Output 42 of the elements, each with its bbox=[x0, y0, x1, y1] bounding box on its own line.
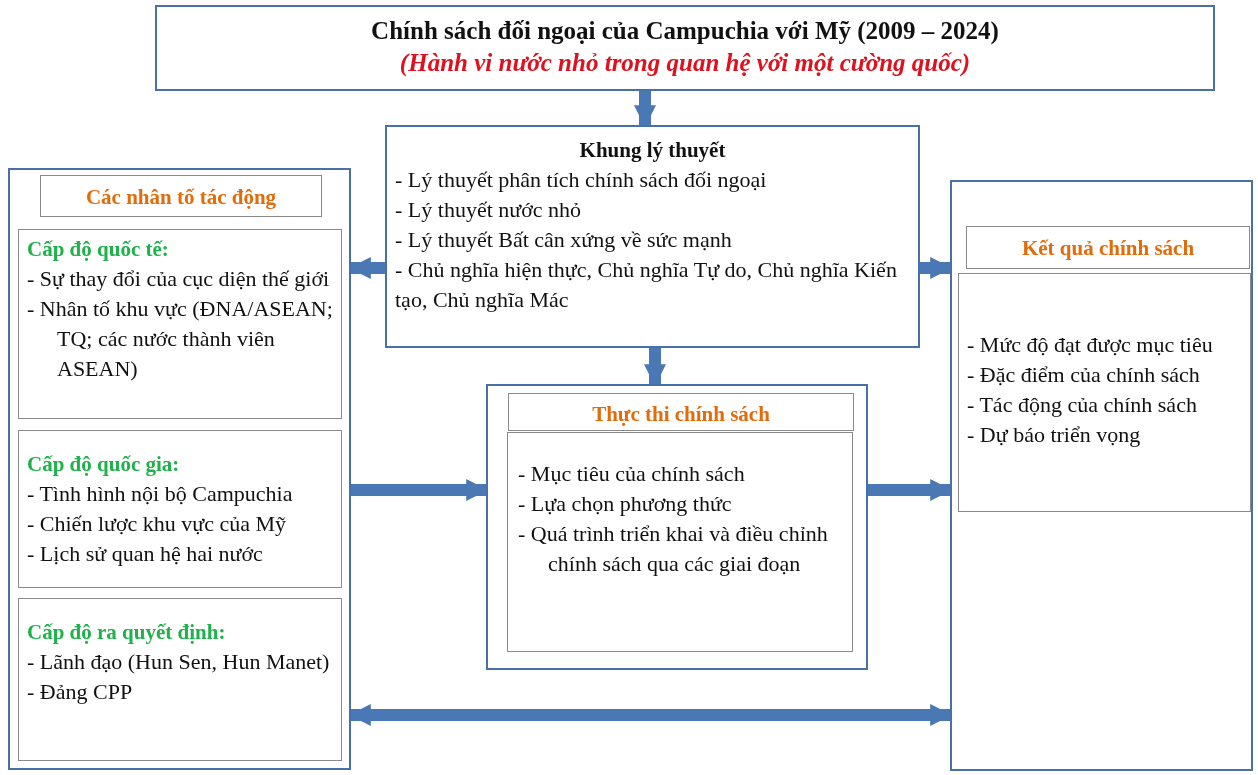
list-item: - Đảng CPP bbox=[27, 678, 134, 706]
heading: Khung lý thuyết bbox=[578, 137, 727, 164]
heading: Cấp độ quốc tế: bbox=[27, 236, 170, 263]
list-item: - Chủ nghĩa hiện thực, Chủ nghĩa Tự do, Chủ nghĩa Kiến tạo, Chủ nghĩa Mác bbox=[395, 256, 898, 314]
list-item: - Tình hình nội bộ Campuchia bbox=[27, 480, 294, 508]
list-item: - Lý thuyết Bất cân xứng về sức mạnh bbox=[395, 226, 733, 254]
heading: Thực thi chính sách bbox=[591, 401, 771, 428]
list-item: - Nhân tố khu vực (ĐNA/ASEAN; TQ; các nước thành viên ASEAN) bbox=[27, 295, 334, 383]
list-item: - Lịch sử quan hệ hai nước bbox=[27, 540, 264, 568]
list-item: - Lựa chọn phương thức bbox=[518, 490, 733, 518]
level-box bbox=[18, 430, 342, 588]
heading: Các nhân tố tác động bbox=[84, 184, 278, 211]
list-item: - Dự báo triển vọng bbox=[967, 421, 1142, 449]
theory-box bbox=[385, 125, 920, 348]
section-header bbox=[40, 175, 322, 217]
block-arrow bbox=[634, 91, 656, 128]
heading: Cấp độ ra quyết định: bbox=[27, 619, 227, 646]
content-box bbox=[507, 432, 853, 652]
list-item: - Tác động của chính sách bbox=[967, 391, 1198, 419]
implementation-panel bbox=[486, 384, 868, 670]
list-item: - Lý thuyết nước nhỏ bbox=[395, 196, 583, 224]
heading: Cấp độ quốc gia: bbox=[27, 451, 181, 478]
list-item: - Sự thay đổi của cục diện thế giới bbox=[27, 265, 331, 293]
list-item: - Lãnh đạo (Hun Sen, Hun Manet) bbox=[27, 648, 331, 676]
subheading: (Hành vi nước nhỏ trong quan hệ với một cường quốc) bbox=[398, 48, 972, 79]
heading: Chính sách đối ngoại của Campuchia với Mỹ (2009 – 2024) bbox=[370, 16, 1000, 47]
section-header bbox=[966, 226, 1250, 269]
level-box bbox=[18, 598, 342, 761]
list-item: - Chiến lược khu vực của Mỹ bbox=[27, 510, 288, 538]
section-header bbox=[508, 393, 854, 431]
list-item: - Đặc điểm của chính sách bbox=[967, 361, 1201, 389]
block-arrow bbox=[644, 348, 666, 387]
list-item: - Mức độ đạt được mục tiêu bbox=[967, 331, 1214, 359]
content-box bbox=[958, 273, 1251, 512]
title-box bbox=[155, 5, 1215, 91]
level-box bbox=[18, 229, 342, 419]
list-item: - Mục tiêu của chính sách bbox=[518, 460, 746, 488]
list-item: - Lý thuyết phân tích chính sách đối ngoại bbox=[395, 166, 768, 194]
factors-panel bbox=[8, 168, 351, 770]
results-panel bbox=[950, 180, 1253, 771]
list-item: - Quá trình triển khai và điều chỉnh chính sách qua các giai đoạn bbox=[518, 520, 829, 578]
heading: Kết quả chính sách bbox=[1020, 235, 1196, 262]
